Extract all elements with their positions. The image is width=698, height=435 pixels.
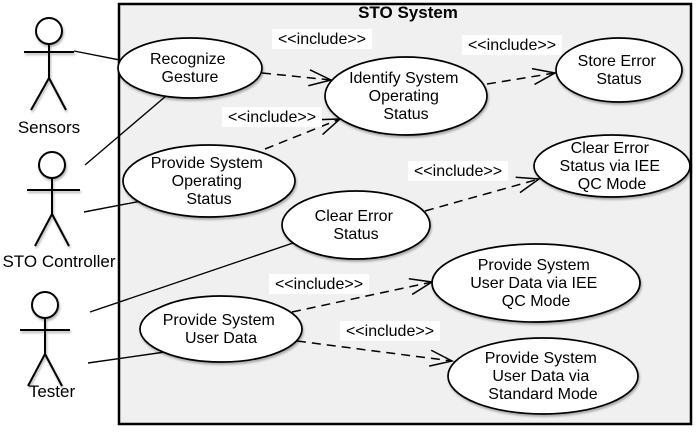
- actor-sensors-right-leg: [48, 77, 67, 111]
- include-label-bg-4: [408, 161, 508, 181]
- actor-sto-controller-right-leg: [51, 213, 70, 247]
- use-case-ellipse-provide-system-user-data-via-iee-qc-mode: [431, 243, 641, 323]
- use-case-label-recognize-gesture: Recognize Gesture: [150, 51, 230, 86]
- actor-sensors-left-leg: [30, 77, 50, 111]
- use-case-ellipse-store-error-status: [555, 37, 683, 103]
- include-label-3: <<include>>: [468, 37, 556, 54]
- actor-sensors-head: [35, 17, 63, 45]
- use-case-label-store-error-status: Store Error Status: [578, 53, 661, 88]
- include-labels: <<include>> <<include>> <<include>> <<in…: [222, 29, 562, 341]
- actor-label-tester: Tester: [29, 382, 76, 401]
- use-case-label-clear-error-status-via-iee-qc-mode: Clear Error Status via IEE QC Mode: [560, 140, 665, 193]
- actor-sto-controller: STO Controller: [2, 151, 116, 271]
- actor-tester: Tester: [20, 291, 76, 401]
- actor-label-sensors: Sensors: [18, 118, 80, 137]
- include-label-1: <<include>>: [278, 31, 366, 48]
- use-case-ellipse-clear-error-status-via-iee-qc-mode: [533, 134, 691, 198]
- actor-sensors: Sensors: [18, 17, 80, 137]
- diagram-title: STO System: [358, 3, 458, 22]
- actor-sensors-figure: [24, 17, 74, 111]
- include-edge-clear-error-to-clear-error-iee-qc: [424, 176, 542, 212]
- association-tester-clear-error-status: [89, 241, 297, 313]
- use-case-label-identify-system-operating-status: Identify System Operating Status: [349, 70, 463, 123]
- actor-label-sto-controller: STO Controller: [2, 252, 115, 271]
- include-label-4: <<include>>: [414, 163, 502, 180]
- include-label-2: <<include>>: [228, 109, 316, 126]
- include-edge-provide-operating-status-to-identify-status: [264, 118, 343, 150]
- include-edge-recognize-gesture-to-identify-status: [261, 69, 334, 87]
- use-case-ellipse-recognize-gesture: [117, 37, 263, 99]
- actor-tester-figure: [20, 291, 70, 387]
- include-label-5: <<include>>: [275, 276, 363, 293]
- include-edge-user-data-to-user-data-iee-qc: [291, 278, 435, 313]
- use-case-label-provide-system-user-data-via-standard-mode: Provide System User Data via Standard Mo…: [485, 350, 602, 403]
- use-case-label-provide-system-operating-status: Provide System Operating Status: [151, 155, 268, 208]
- use-case-ellipse-provide-system-user-data-via-standard-mode: [447, 337, 639, 415]
- include-label-bg-1: [272, 29, 372, 49]
- use-cases: Recognize Gesture Identify System Operat…: [117, 37, 691, 415]
- use-case-label-provide-system-user-data: Provide System User Data: [163, 312, 280, 347]
- actor-tester-left-leg: [27, 353, 46, 387]
- actor-sto-controller-figure: [27, 151, 80, 247]
- use-case-ellipse-provide-system-operating-status: [122, 144, 296, 218]
- include-edge-identify-status-to-store-error-status: [486, 67, 558, 86]
- use-case-ellipse-clear-error-status: [281, 190, 431, 260]
- include-edge-user-data-to-user-data-standard: [296, 340, 455, 367]
- actor-sto-controller-head: [38, 151, 66, 179]
- use-case-ellipse-identify-system-operating-status: [324, 56, 488, 136]
- use-case-label-clear-error-status: Clear Error Status: [315, 208, 398, 243]
- actor-sto-controller-left-leg: [34, 213, 53, 247]
- use-case-label-provide-system-user-data-via-iee-qc-mode: Provide System User Data via IEE QC Mode: [470, 257, 602, 310]
- association-tester-provide-system-user-data: [87, 351, 166, 364]
- actor-tester-right-leg: [44, 353, 63, 387]
- use-case-ellipse-provide-system-user-data: [139, 295, 303, 363]
- include-label-bg-2: [222, 107, 322, 127]
- association-sto-controller-recognize-gesture: [84, 95, 167, 166]
- include-label-bg-5: [269, 274, 369, 294]
- include-label-bg-6: [340, 321, 440, 341]
- include-edges: [261, 67, 558, 367]
- include-label-bg-3: [462, 35, 562, 55]
- include-label-6: <<include>>: [346, 323, 434, 340]
- actor-tester-head: [31, 291, 59, 319]
